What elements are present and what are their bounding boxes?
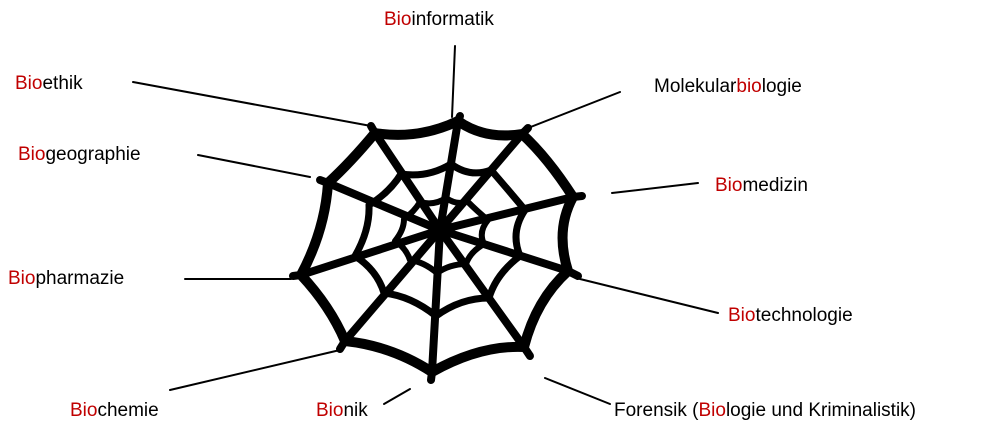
label-biopharmazie: Biopharmazie — [8, 268, 124, 290]
connector-line-molekularbiologie — [528, 92, 620, 128]
label-biochemie-highlight: Bio — [70, 400, 97, 421]
connector-line-forensik — [545, 378, 610, 404]
connector-line-biogeographie — [198, 155, 310, 177]
label-biotechnologie: Biotechnologie — [728, 305, 853, 327]
label-forensik-highlight: Bio — [698, 400, 725, 421]
label-biogeographie: Biogeographie — [18, 144, 141, 166]
label-biomedizin-highlight: Bio — [715, 175, 742, 196]
label-molekularbiologie: Molekularbiologie — [654, 76, 802, 98]
label-forensik: Forensik (Biologie und Kriminalistik) — [614, 400, 916, 422]
label-bioinformatik-highlight: Bio — [384, 9, 411, 30]
label-biochemie: Biochemie — [70, 400, 159, 422]
label-molekularbiologie-highlight: bio — [736, 76, 761, 97]
label-biopharmazie-highlight: Bio — [8, 268, 35, 289]
connector-line-bionik — [384, 389, 410, 404]
connector-line-biochemie — [170, 350, 340, 390]
label-bioethik-highlight: Bio — [15, 73, 42, 94]
connector-line-biomedizin — [612, 183, 698, 193]
connector-line-bioethik — [133, 82, 371, 126]
label-forensik-post: logie und Kriminalistik) — [726, 400, 916, 421]
label-bioinformatik: Bioinformatik — [384, 9, 494, 31]
label-forensik-pre: Forensik ( — [614, 400, 698, 421]
label-bioethik: Bioethik — [15, 73, 83, 95]
label-biopharmazie-post: pharmazie — [35, 268, 124, 289]
label-bioethik-post: ethik — [42, 73, 82, 94]
label-biotechnologie-highlight: Bio — [728, 305, 755, 326]
spider-web-icon — [293, 116, 582, 380]
label-biogeographie-highlight: Bio — [18, 144, 45, 165]
connector-line-bioinformatik — [452, 46, 455, 117]
label-molekularbiologie-pre: Molekular — [654, 76, 736, 97]
connector-line-biotechnologie — [580, 279, 718, 313]
label-biomedizin: Biomedizin — [715, 175, 808, 197]
label-bionik: Bionik — [316, 400, 368, 422]
label-bioinformatik-post: informatik — [411, 9, 493, 30]
label-bionik-highlight: Bio — [316, 400, 343, 421]
label-biotechnologie-post: technologie — [755, 305, 852, 326]
label-bionik-post: nik — [343, 400, 367, 421]
label-biogeographie-post: geographie — [45, 144, 140, 165]
label-molekularbiologie-post: logie — [762, 76, 802, 97]
label-biomedizin-post: medizin — [742, 175, 807, 196]
label-biochemie-post: chemie — [97, 400, 158, 421]
